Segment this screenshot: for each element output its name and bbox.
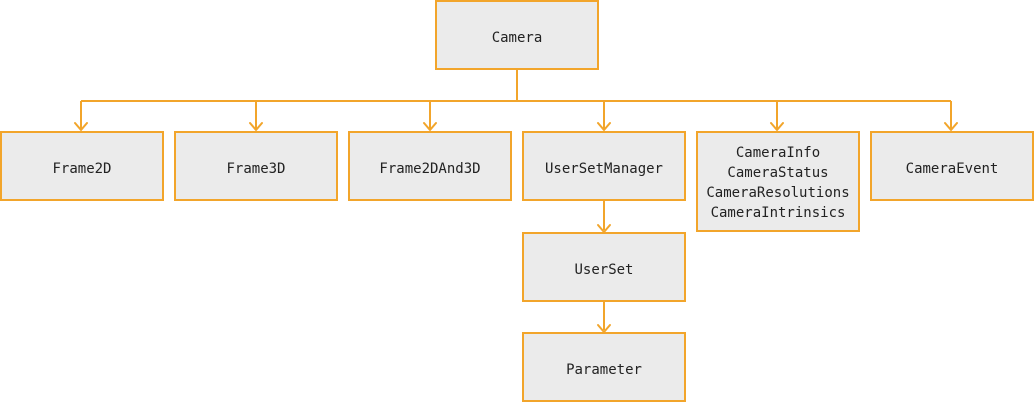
- node-userset: UserSet: [522, 232, 686, 302]
- node-cameraevent-label: CameraEvent: [906, 161, 999, 177]
- node-frame2dand3d-label: Frame2DAnd3D: [379, 161, 480, 177]
- arrowhead-icon: [249, 122, 263, 131]
- node-camera-label: Camera: [492, 30, 543, 46]
- node-camerainfo-line-2: CameraStatus: [727, 165, 828, 181]
- node-userset-label: UserSet: [574, 262, 633, 278]
- node-parameter-label: Parameter: [566, 362, 642, 378]
- node-camera: Camera: [435, 0, 599, 70]
- node-cameraevent: CameraEvent: [870, 131, 1034, 201]
- node-camerainfo-line-3: CameraResolutions: [706, 185, 849, 201]
- node-frame3d: Frame3D: [174, 131, 338, 201]
- arrowhead-icon: [597, 122, 611, 131]
- node-camerainfo-line-1: CameraInfo: [736, 145, 820, 161]
- node-frame2d: Frame2D: [0, 131, 164, 201]
- node-parameter: Parameter: [522, 332, 686, 402]
- arrowhead-icon: [770, 122, 784, 131]
- node-frame3d-label: Frame3D: [226, 161, 285, 177]
- arrowhead-icon: [423, 122, 437, 131]
- node-usersetmanager-label: UserSetManager: [545, 161, 663, 177]
- node-camerainfo-line-4: CameraIntrinsics: [711, 205, 846, 221]
- edges: [80, 69, 952, 330]
- node-camerainfo: CameraInfo CameraStatus CameraResolution…: [696, 131, 860, 232]
- node-frame2dand3d: Frame2DAnd3D: [348, 131, 512, 201]
- node-frame2d-label: Frame2D: [52, 161, 111, 177]
- arrowhead-icon: [944, 122, 958, 131]
- node-usersetmanager: UserSetManager: [522, 131, 686, 201]
- arrowhead-icon: [74, 122, 88, 131]
